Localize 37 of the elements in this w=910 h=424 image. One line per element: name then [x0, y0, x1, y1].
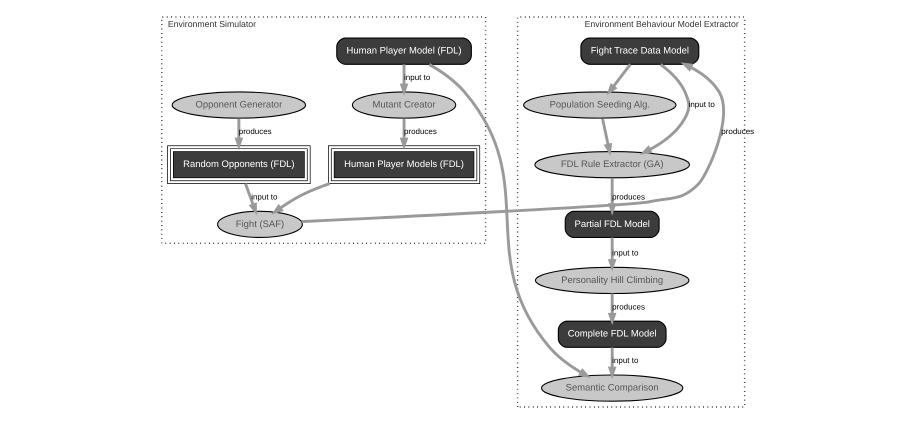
node-box: Human Player Model (FDL): [336, 38, 472, 65]
arrow: [428, 63, 591, 378]
arrow: [234, 118, 244, 150]
arrow: [608, 237, 617, 272]
node-box: Fight Trace Data Model: [580, 38, 700, 65]
edge-label: produces: [612, 192, 646, 202]
arrow: [608, 347, 617, 380]
node-ellipse: Mutant Creator: [352, 91, 456, 119]
arrow: [400, 64, 408, 96]
edge-label: input to: [612, 356, 638, 366]
node-ellipse: FDL Rule Extractor (GA): [534, 151, 690, 178]
arrow: [606, 63, 632, 96]
node-box: Human Player Models (FDL): [328, 145, 480, 184]
edge-label: produces: [238, 126, 272, 136]
edge-label: input to: [612, 248, 638, 258]
edge-label: input to: [404, 73, 430, 82]
node-ellipse: Fight (SAF): [217, 210, 303, 238]
node-box: Complete FDL Model: [558, 320, 667, 348]
arrow: [601, 118, 612, 156]
edge-label: produces: [404, 126, 437, 136]
edge-label: input to: [688, 100, 715, 110]
arrow: [640, 63, 690, 155]
node-ellipse: Semantic Comparison: [541, 374, 684, 402]
arrow: [244, 183, 257, 216]
arrow: [608, 294, 617, 326]
arrow: [400, 118, 408, 150]
node-box: Random Opponents (FDL): [167, 145, 311, 184]
node-ellipse: Population Seeding Alg.: [523, 91, 677, 119]
edge-label: produces: [612, 302, 646, 312]
arrow: [302, 62, 725, 224]
edge-label: input to: [251, 192, 278, 202]
node-ellipse: Personality Hill Climbing: [534, 266, 690, 294]
arrow: [271, 182, 330, 215]
node-ellipse: Opponent Generator: [172, 91, 306, 119]
arrow: [608, 178, 617, 216]
node-box: Partial FDL Model: [564, 210, 660, 238]
edge-label: produces: [721, 126, 754, 136]
